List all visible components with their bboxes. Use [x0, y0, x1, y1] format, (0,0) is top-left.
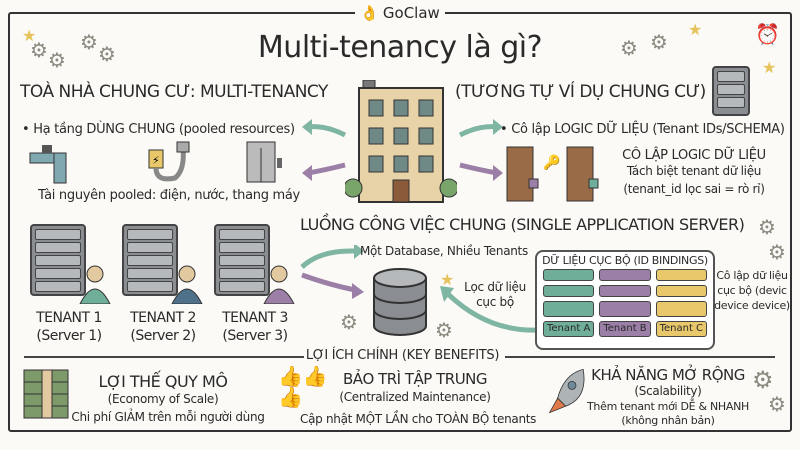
- divider: [505, 356, 775, 358]
- benefit-3-desc: Thêm tenant mới DỄ & NHANH: [587, 400, 749, 413]
- star-icon: ★: [762, 58, 777, 77]
- star-icon: ★: [688, 20, 703, 39]
- tenant-b-record: [599, 285, 651, 297]
- benefit-2-desc: Cập nhật MỘT LẦN cho TOÀN BỘ tenants: [300, 412, 537, 426]
- elevator-icon: [246, 141, 282, 183]
- benefit-3-desc2: (không nhân bản): [621, 414, 715, 427]
- bindings-title: DỮ LIỆU CỤC BỘ (ID BINDINGS): [542, 254, 708, 267]
- gear-icon: ⚙: [758, 215, 776, 239]
- page-title: Multi-tenancy là gì?: [257, 30, 543, 65]
- db-label: Một Database, Nhiều Tenants: [360, 244, 528, 258]
- tenant-2-name: TENANT 2: [130, 310, 196, 326]
- tenant-b-files: [599, 301, 651, 317]
- tenant-1-name: TENANT 1: [36, 310, 102, 326]
- gear-icon: ⚙: [650, 30, 668, 54]
- user-avatar-icon: [263, 265, 295, 304]
- isolate-label: Cô lập dữ liệu cục bộ (devic device devi…: [714, 269, 790, 312]
- svg-text:🔑: 🔑: [543, 153, 561, 171]
- workflow-heading: LUỒNG CÔNG VIỆC CHUNG (SINGLE APPLICATIO…: [300, 215, 745, 234]
- tenant-3-name: TENANT 3: [222, 310, 288, 326]
- user-avatar-icon: [79, 265, 111, 304]
- gear-icon: ⚙: [340, 310, 358, 334]
- alarm-clock-icon: ⏰: [755, 22, 780, 46]
- benefit-1-desc: Chi phí GIẢM trên mỗi người dùng: [71, 410, 265, 424]
- tenant-a-record: [543, 269, 595, 281]
- tenant-2: [122, 224, 203, 304]
- svg-text:⚡: ⚡: [152, 154, 160, 167]
- rocket-icon: [548, 368, 585, 414]
- isolation-title: CÔ LẬP LOGIC DỮ LIỆU: [622, 148, 766, 163]
- right-heading: (TƯƠNG TỰ VÍ DỤ CHUNG CƯ): [455, 82, 706, 102]
- tenant-3-server: (Server 3): [222, 328, 288, 344]
- tenant-c-tag: Tenant C: [655, 321, 707, 337]
- tenant-c-files: [655, 301, 707, 317]
- tenant-a-files: [543, 301, 595, 317]
- filter-label: Lọc dữ liệu cục bộ: [464, 280, 526, 309]
- gear-icon: ⚙: [620, 36, 638, 60]
- gear-icon: ⚙: [48, 48, 66, 72]
- benefit-2-title: BẢO TRÌ TẬP TRUNG: [342, 370, 488, 388]
- isolation-line2: (tenant_id lọc sai = rò rỉ): [623, 182, 765, 196]
- arrow-right-icon: [458, 119, 503, 181]
- tenant-c-record: [655, 269, 707, 281]
- tenant-1-server: (Server 1): [36, 328, 102, 344]
- gear-icon: ⚙: [98, 42, 116, 66]
- star-icon: ★: [440, 270, 455, 289]
- tenant-1: [30, 224, 111, 304]
- tenant-a-tag: Tenant A: [543, 321, 595, 337]
- server-icon: [214, 224, 270, 296]
- gear-icon: ⚙: [752, 366, 774, 394]
- tenant-b-record: [599, 269, 651, 281]
- locked-doors-icon: 🔑: [506, 146, 599, 202]
- power-plug-icon: ⚡: [148, 141, 190, 182]
- water-tap-icon: [29, 145, 67, 184]
- tenant-b-tag: Tenant B: [599, 321, 651, 337]
- flow-arrows-icon: [300, 245, 364, 299]
- thumbs-up-icon: 👍👍👍: [278, 364, 328, 409]
- gear-icon: ⚙: [768, 392, 786, 416]
- ok-hand-icon: 👌: [360, 4, 379, 22]
- apartment-building-icon: [345, 80, 457, 203]
- gear-icon: ⚙: [80, 30, 98, 54]
- benefit-3-sub: (Scalability): [634, 384, 702, 398]
- tenant-2-server: (Server 2): [130, 328, 196, 344]
- arrow-left-icon: [302, 119, 347, 181]
- pooled-bullet: • Hạ tầng DÙNG CHUNG (pooled resources): [22, 122, 295, 137]
- server-icon: [712, 66, 750, 116]
- gear-icon: ⚙: [768, 240, 786, 264]
- pooled-caption: Tài nguyên pooled: điện, nước, thang máy: [38, 188, 300, 203]
- gear-icon: ⚙: [30, 38, 48, 62]
- money-stack-icon: [23, 369, 69, 419]
- return-arrow-icon: [440, 286, 539, 333]
- server-icon: [30, 224, 86, 296]
- star-icon: ★: [22, 26, 37, 45]
- benefit-1-sub: (Economy of Scale): [107, 392, 219, 406]
- isolation-bullet: • Cô lập LOGIC DỮ LIỆU (Tenant IDs/SCHEM…: [500, 122, 785, 137]
- tenant-list: [30, 224, 295, 304]
- tenant-a-record: [543, 285, 595, 297]
- left-heading: TOÀ NHÀ CHUNG CƯ: MULTI-TENANCY: [20, 82, 328, 102]
- benefits-heading: LỢI ÍCH CHÍNH (KEY BENEFITS): [305, 348, 500, 363]
- benefit-2-sub: (Centralized Maintenance): [339, 390, 491, 404]
- benefit-3-title: KHẢ NĂNG MỞ RỘNG: [591, 366, 745, 384]
- gear-icon: ⚙: [435, 318, 453, 342]
- brand: 👌GoClaw: [355, 2, 445, 24]
- isolation-line1: Tách biệt tenant dữ liệu: [626, 164, 762, 178]
- divider: [24, 356, 304, 358]
- id-bindings-panel: DỮ LIỆU CỤC BỘ (ID BINDINGS) Tenant A Te…: [535, 250, 715, 350]
- tenant-c-record: [655, 285, 707, 297]
- benefit-1-title: LỢI THẾ QUY MÔ: [98, 372, 228, 391]
- user-avatar-icon: [171, 265, 203, 304]
- tenant-3: [214, 224, 295, 304]
- database-icon: [373, 268, 427, 336]
- server-icon: [122, 224, 178, 296]
